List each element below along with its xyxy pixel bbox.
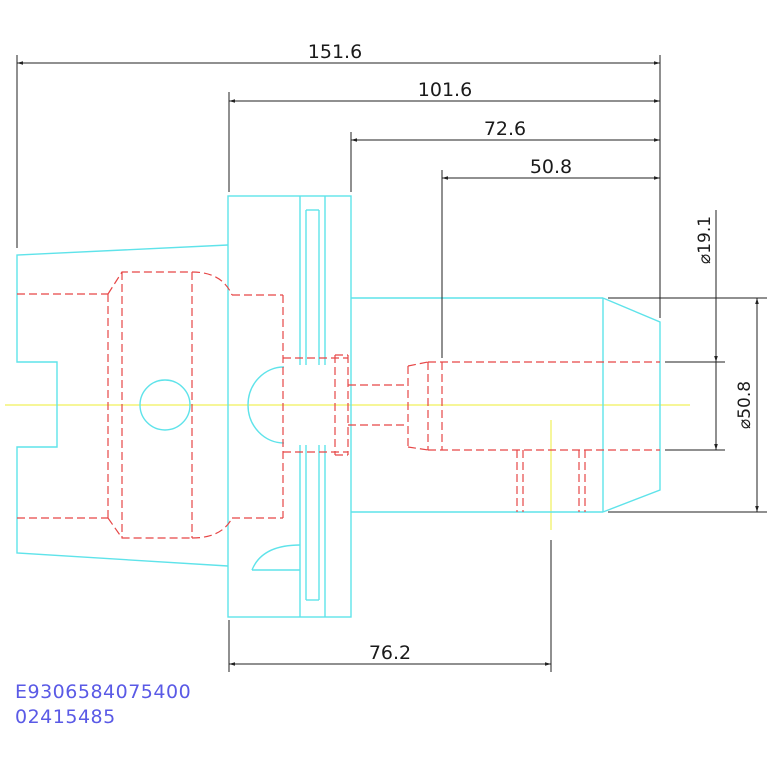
dim-bore-diameter: ⌀19.1: [695, 216, 715, 264]
dim-bore-depth: 50.8: [530, 156, 572, 178]
item-number: 02415485: [15, 706, 116, 728]
dim-gauge-length: 76.2: [369, 642, 411, 664]
dim-overall-length: 151.6: [308, 41, 362, 63]
part-outline: [16, 195, 661, 618]
dim-flange-length: 101.6: [418, 79, 472, 101]
part-number: E9306584075400: [15, 681, 192, 703]
hidden-lines: [17, 271, 660, 539]
dim-body-diameter: ⌀50.8: [735, 381, 755, 429]
dimension-lines: [16, 55, 767, 672]
dim-body-length: 72.6: [484, 118, 526, 140]
